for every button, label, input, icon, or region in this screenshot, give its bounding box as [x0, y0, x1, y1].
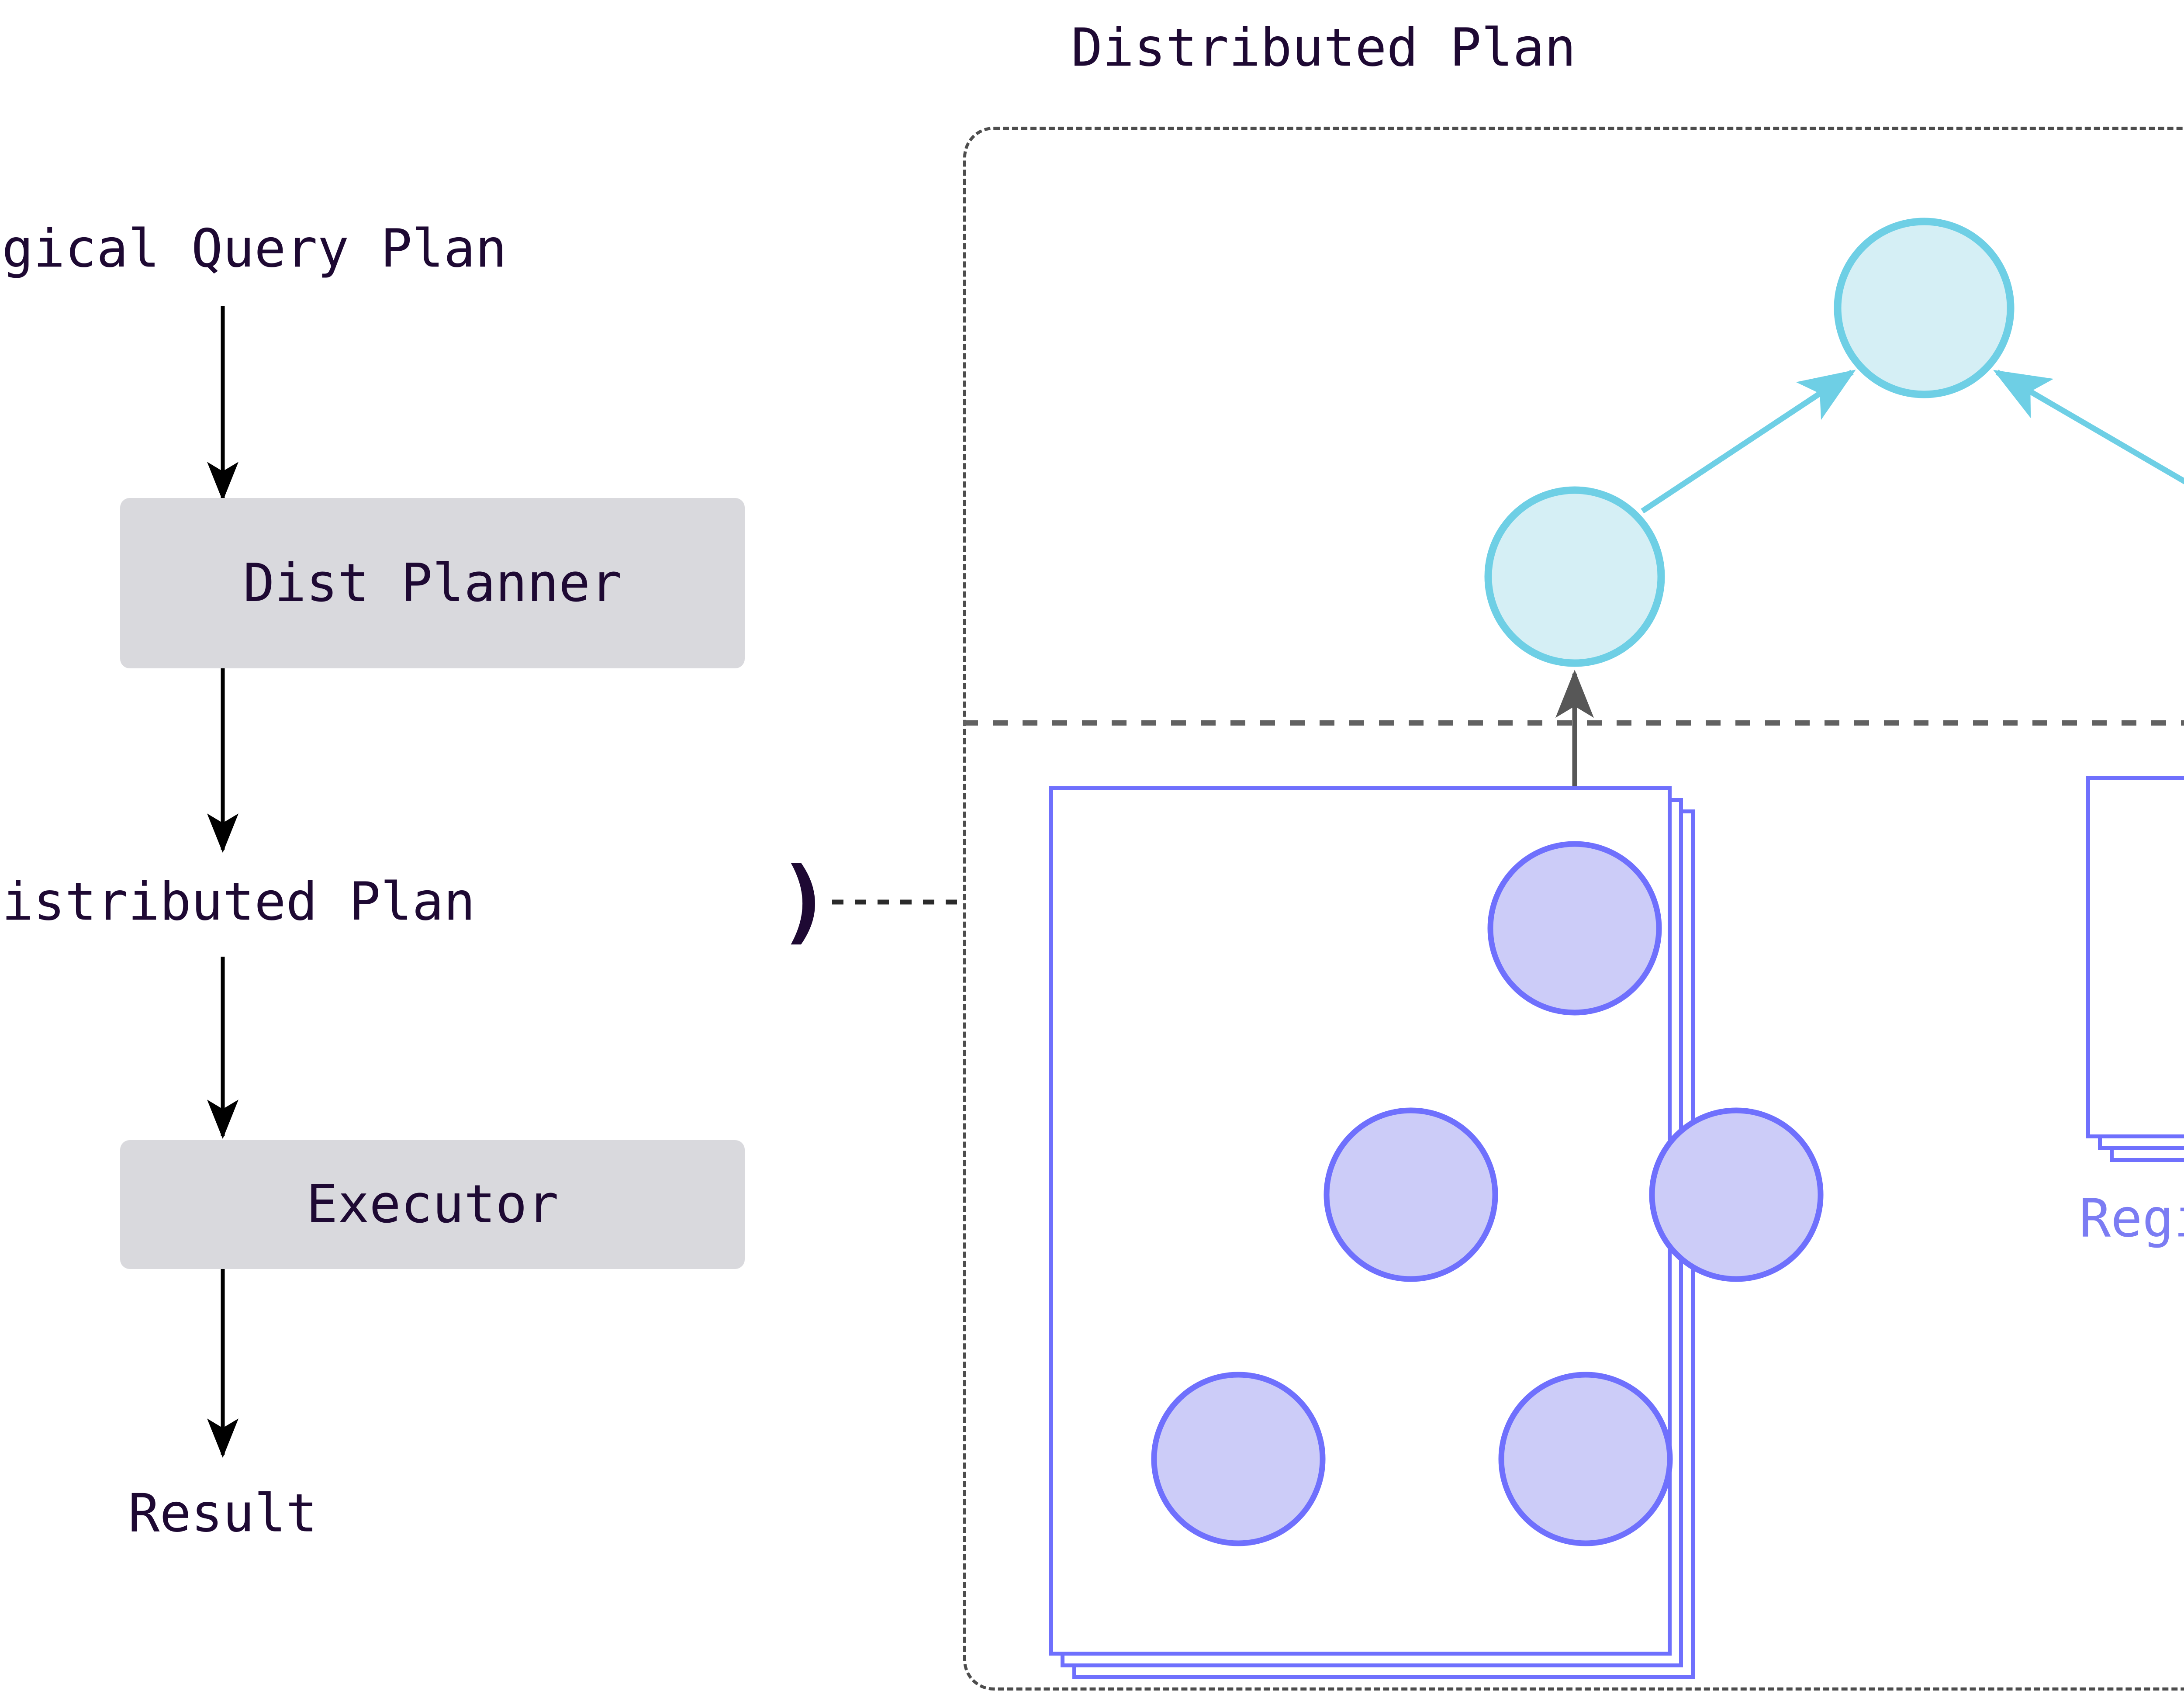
regions-label: Regions — [2079, 1188, 2184, 1249]
logical-query-plan-label: Logical Query Plan — [0, 218, 507, 280]
executor-box[interactable]: Executor — [120, 1140, 745, 1269]
executor-label: Executor — [306, 1174, 559, 1235]
dist-planner-box[interactable]: Dist Planner — [120, 498, 745, 668]
result-label: Result — [128, 1483, 318, 1544]
distributed-plan-container — [963, 127, 2184, 1691]
brace-connector: ) — [777, 847, 833, 954]
distributed-plan-caption: Distributed Plan — [1071, 17, 1576, 79]
region-stack-right-layer-1 — [2086, 776, 2184, 1138]
region-stack-left-layer-1 — [1049, 786, 1672, 1656]
distributed-plan-step-label: Distributed Plan — [0, 871, 475, 933]
dist-planner-label: Dist Planner — [243, 553, 622, 614]
